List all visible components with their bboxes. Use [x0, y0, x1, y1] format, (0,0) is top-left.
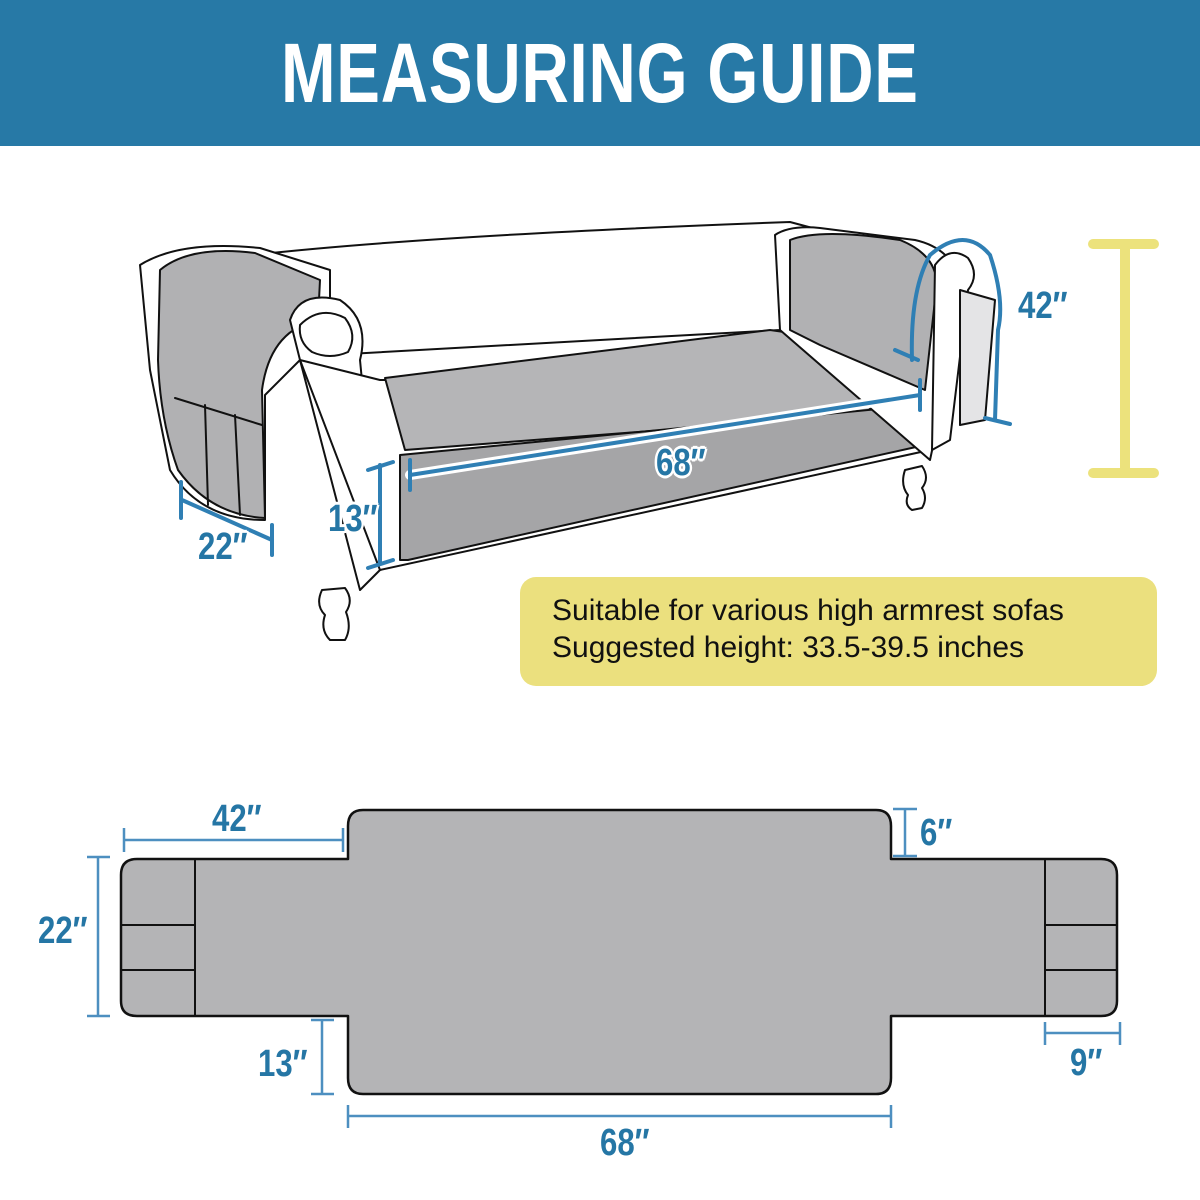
note-line-height: Suggested height: 33.5-39.5 inches [552, 631, 1025, 664]
flat-layout [119, 808, 1119, 1096]
sofa-illustration [139, 221, 996, 641]
right-pocket-lines [1044, 859, 1117, 1016]
left-pocket-lines [121, 859, 196, 1016]
cover-outline [119, 808, 1119, 1096]
flat-arm-length-label: 42″ [212, 798, 262, 840]
sofa-seat-length-label: 68″ [656, 442, 706, 484]
sofa-arm-wrap-label: 42″ [1018, 285, 1068, 327]
note-line-suitability: Suitable for various high armrest sofas [552, 594, 1064, 627]
arm-width-line [180, 498, 274, 542]
flat-pocket-width-label: 9″ [1070, 1042, 1103, 1084]
sofa-seat-height-label: 13″ [328, 498, 378, 540]
flat-arm-width-label: 22″ [38, 910, 88, 952]
header-banner: MEASURING GUIDE [0, 0, 1200, 146]
page-title: MEASURING GUIDE [281, 25, 919, 120]
sofa-arm-width-label: 22″ [198, 526, 248, 568]
suitability-note: Suitable for various high armrest sofas … [520, 577, 1157, 686]
arm-wrap-line [909, 238, 1003, 422]
height-indicator [1088, 239, 1159, 478]
flat-dimension-lines [87, 807, 1122, 1128]
flat-back-overhang-label: 6″ [920, 812, 953, 854]
sofa-dimension-lines [179, 238, 1012, 570]
flat-seat-flap-label: 13″ [258, 1043, 308, 1085]
flat-seat-length-label: 68″ [600, 1122, 650, 1164]
